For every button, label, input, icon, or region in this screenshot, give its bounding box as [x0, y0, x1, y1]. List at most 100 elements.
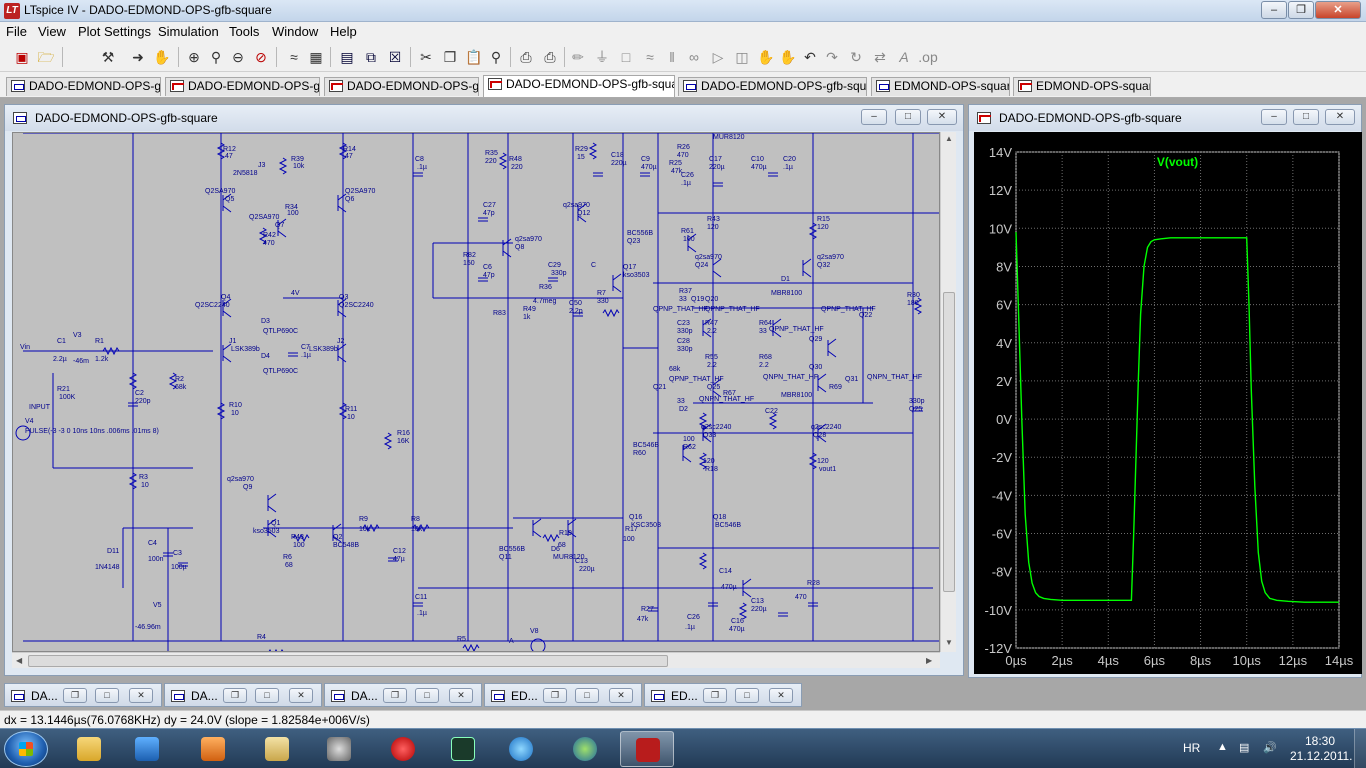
- minimize-button[interactable]: –: [1261, 1, 1287, 19]
- run-icon[interactable]: ➜: [132, 49, 144, 65]
- taskbar-ltspice[interactable]: [620, 731, 674, 767]
- taskbar-internet-explorer[interactable]: [494, 731, 548, 767]
- tab-dado-edmond-ops-gfb-square-waveform[interactable]: DADO-EDMOND-OPS-gfb-square: [483, 75, 675, 97]
- language-indicator[interactable]: HR: [1183, 741, 1201, 755]
- horizontal-scroll-thumb[interactable]: [28, 655, 668, 667]
- tab-dado-edmond-ops-gfb-schematic[interactable]: DADO-EDMOND-OPS-gfb: [6, 77, 161, 96]
- zoom-in-icon[interactable]: ⊕: [188, 49, 200, 65]
- restore-button[interactable]: ❐: [63, 688, 87, 703]
- start-button[interactable]: [4, 731, 48, 767]
- taskbar-oscilloscope[interactable]: [436, 731, 490, 767]
- print-preview-icon[interactable]: ⎙: [520, 49, 532, 65]
- ground-icon[interactable]: ⏚: [595, 49, 609, 65]
- text-icon[interactable]: A: [899, 49, 909, 65]
- taskbar-folder[interactable]: [250, 731, 304, 767]
- close-button[interactable]: ✕: [1315, 1, 1361, 19]
- move-icon[interactable]: ✋: [757, 49, 775, 65]
- resistor-icon[interactable]: ≈: [646, 49, 654, 65]
- schematic-maximize-button[interactable]: □: [895, 109, 921, 125]
- menu-simulation[interactable]: Simulation: [158, 24, 219, 39]
- maximize-button[interactable]: □: [415, 688, 439, 703]
- tab-edmond-ops-square-schematic[interactable]: EDMOND-OPS-square: [871, 77, 1010, 96]
- zoom-fit-icon[interactable]: ⊘: [255, 49, 267, 65]
- restore-button[interactable]: ❐: [223, 688, 247, 703]
- maximize-button[interactable]: □: [575, 688, 599, 703]
- menu-tools[interactable]: Tools: [229, 24, 260, 39]
- scroll-down-arrow-icon[interactable]: ▼: [945, 638, 953, 647]
- vertical-scroll-thumb[interactable]: [943, 292, 955, 592]
- scroll-left-arrow-icon[interactable]: ◀: [16, 656, 23, 665]
- taskbar-explorer[interactable]: [62, 731, 116, 767]
- copy-icon[interactable]: ❐: [443, 49, 457, 65]
- redo-icon[interactable]: ↷: [826, 49, 838, 65]
- find-icon[interactable]: ⚲: [490, 49, 502, 65]
- menu-plot-settings[interactable]: Plot Settings: [78, 24, 151, 39]
- tile-windows-icon[interactable]: ▤: [340, 49, 354, 65]
- minimized-window-2[interactable]: DA... ❐ □ ✕: [164, 683, 322, 707]
- print-icon[interactable]: ⎙: [544, 49, 556, 65]
- capacitor-icon[interactable]: ‖: [669, 49, 675, 65]
- taskbar-cd-drive[interactable]: [312, 731, 366, 767]
- close-window-icon[interactable]: ☒: [388, 49, 402, 65]
- maximize-button[interactable]: □: [735, 688, 759, 703]
- minimized-window-4[interactable]: ED... ❐ □ ✕: [484, 683, 642, 707]
- maximize-button[interactable]: □: [95, 688, 119, 703]
- minimized-window-1[interactable]: DA... ❐ □ ✕: [4, 683, 162, 707]
- show-hidden-icons-icon[interactable]: ▲: [1217, 741, 1228, 753]
- menu-help[interactable]: Help: [330, 24, 357, 39]
- plot-maximize-button[interactable]: □: [1293, 109, 1319, 125]
- minimized-window-5[interactable]: ED... ❐ □ ✕: [644, 683, 802, 707]
- menu-window[interactable]: Window: [272, 24, 319, 39]
- component-icon[interactable]: ◫: [735, 49, 749, 65]
- restore-button[interactable]: ❐: [703, 688, 727, 703]
- taskbar-media-center[interactable]: [558, 731, 612, 767]
- schematic-vertical-scrollbar[interactable]: ▲ ▼: [940, 132, 956, 652]
- taskbar-control-panel[interactable]: [186, 731, 240, 767]
- restore-button[interactable]: ❐: [543, 688, 567, 703]
- close-button[interactable]: ✕: [289, 688, 313, 703]
- plot-window-titlebar[interactable]: DADO-EDMOND-OPS-gfb-square – □ ✕: [969, 105, 1361, 131]
- mirror-icon[interactable]: ⇄: [874, 49, 886, 65]
- inductor-icon[interactable]: ∞: [689, 49, 699, 65]
- schematic-window-titlebar[interactable]: DADO-EDMOND-OPS-gfb-square – □ ✕: [5, 105, 963, 131]
- menu-file[interactable]: File: [6, 24, 27, 39]
- rotate-icon[interactable]: ↻: [850, 49, 862, 65]
- cascade-icon[interactable]: ⧉: [366, 49, 376, 65]
- zoom-area-icon[interactable]: ⚲: [210, 49, 222, 65]
- taskbar-media-player[interactable]: [120, 731, 174, 767]
- schematic-close-button[interactable]: ✕: [927, 109, 957, 125]
- scroll-up-arrow-icon[interactable]: ▲: [945, 134, 953, 143]
- show-desktop-button[interactable]: [1354, 729, 1366, 768]
- tile-icon[interactable]: ▦: [309, 49, 323, 65]
- close-button[interactable]: ✕: [609, 688, 633, 703]
- open-icon[interactable]: 🗁: [37, 49, 55, 65]
- plot-minimize-button[interactable]: –: [1261, 109, 1287, 125]
- cut-icon[interactable]: ✂: [420, 49, 432, 65]
- minimized-window-3[interactable]: DA... ❐ □ ✕: [324, 683, 482, 707]
- tab-dado-edmond-ops-gfb-square-schematic[interactable]: DADO-EDMOND-OPS-gfb-square: [678, 77, 867, 96]
- close-button[interactable]: ✕: [449, 688, 473, 703]
- undo-icon[interactable]: ↶: [804, 49, 816, 65]
- halt-icon[interactable]: ✋: [153, 49, 171, 65]
- restore-button[interactable]: ❐: [383, 688, 407, 703]
- plot-close-button[interactable]: ✕: [1325, 109, 1355, 125]
- new-schematic-icon[interactable]: ▣: [15, 49, 29, 65]
- maximize-button[interactable]: ❐: [1288, 1, 1314, 19]
- wire-icon[interactable]: ✏: [572, 49, 584, 65]
- drag-icon[interactable]: ✋: [779, 49, 797, 65]
- tab-edmond-ops-square-waveform[interactable]: EDMOND-OPS-square: [1013, 77, 1151, 96]
- diode-icon[interactable]: ▷: [712, 49, 724, 65]
- tab-dado-edmond-ops-gfb-waveform-2[interactable]: DADO-EDMOND-OPS-gfb: [324, 77, 479, 96]
- autorange-icon[interactable]: ≈: [290, 49, 298, 65]
- schematic-horizontal-scrollbar[interactable]: ◀ ▶: [12, 652, 940, 668]
- close-button[interactable]: ✕: [129, 688, 153, 703]
- menu-view[interactable]: View: [38, 24, 66, 39]
- close-button[interactable]: ✕: [769, 688, 793, 703]
- system-clock[interactable]: 18:30 21.12.2011.: [1290, 734, 1353, 764]
- taskbar-antivirus[interactable]: [376, 731, 430, 767]
- label-icon[interactable]: □: [621, 49, 631, 65]
- control-panel-icon[interactable]: ⚒: [101, 49, 115, 65]
- ltspice-app-icon[interactable]: LT: [4, 3, 20, 19]
- volume-icon[interactable]: 🔊: [1263, 742, 1277, 754]
